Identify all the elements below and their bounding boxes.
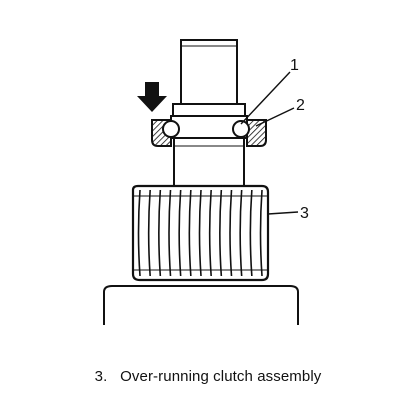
caption-number: 3. xyxy=(94,368,108,385)
snap-ring xyxy=(162,120,250,138)
gear-tooth-groove xyxy=(147,189,151,277)
gear-tooth-groove xyxy=(219,189,223,277)
gear-tooth-groove xyxy=(229,189,233,277)
gear-tooth-groove xyxy=(249,189,253,277)
gear-tooth-groove xyxy=(208,189,212,277)
armature-shaft xyxy=(170,39,248,191)
down-arrow-icon xyxy=(137,82,167,112)
caption-text: Over-running clutch assembly xyxy=(120,368,322,385)
gear-tooth-groove xyxy=(137,189,141,277)
gear-tooth-groove xyxy=(198,189,202,277)
gear-tooth-groove xyxy=(158,189,162,277)
gear-tooth-groove xyxy=(178,189,182,277)
gear-tooth-groove xyxy=(168,189,172,277)
gear-tooth-groove xyxy=(239,189,243,277)
pinion-gear xyxy=(131,184,270,282)
gear-tooth-groove xyxy=(188,189,192,277)
gear-tooth-groove xyxy=(259,189,263,277)
starter-housing xyxy=(103,285,299,325)
callout-1: 1 xyxy=(290,57,299,74)
callout-3: 3 xyxy=(300,205,309,222)
leader-lines xyxy=(240,71,299,215)
figure-caption: 3. Over-running clutch assembly xyxy=(0,368,416,385)
callout-2: 2 xyxy=(296,97,305,114)
